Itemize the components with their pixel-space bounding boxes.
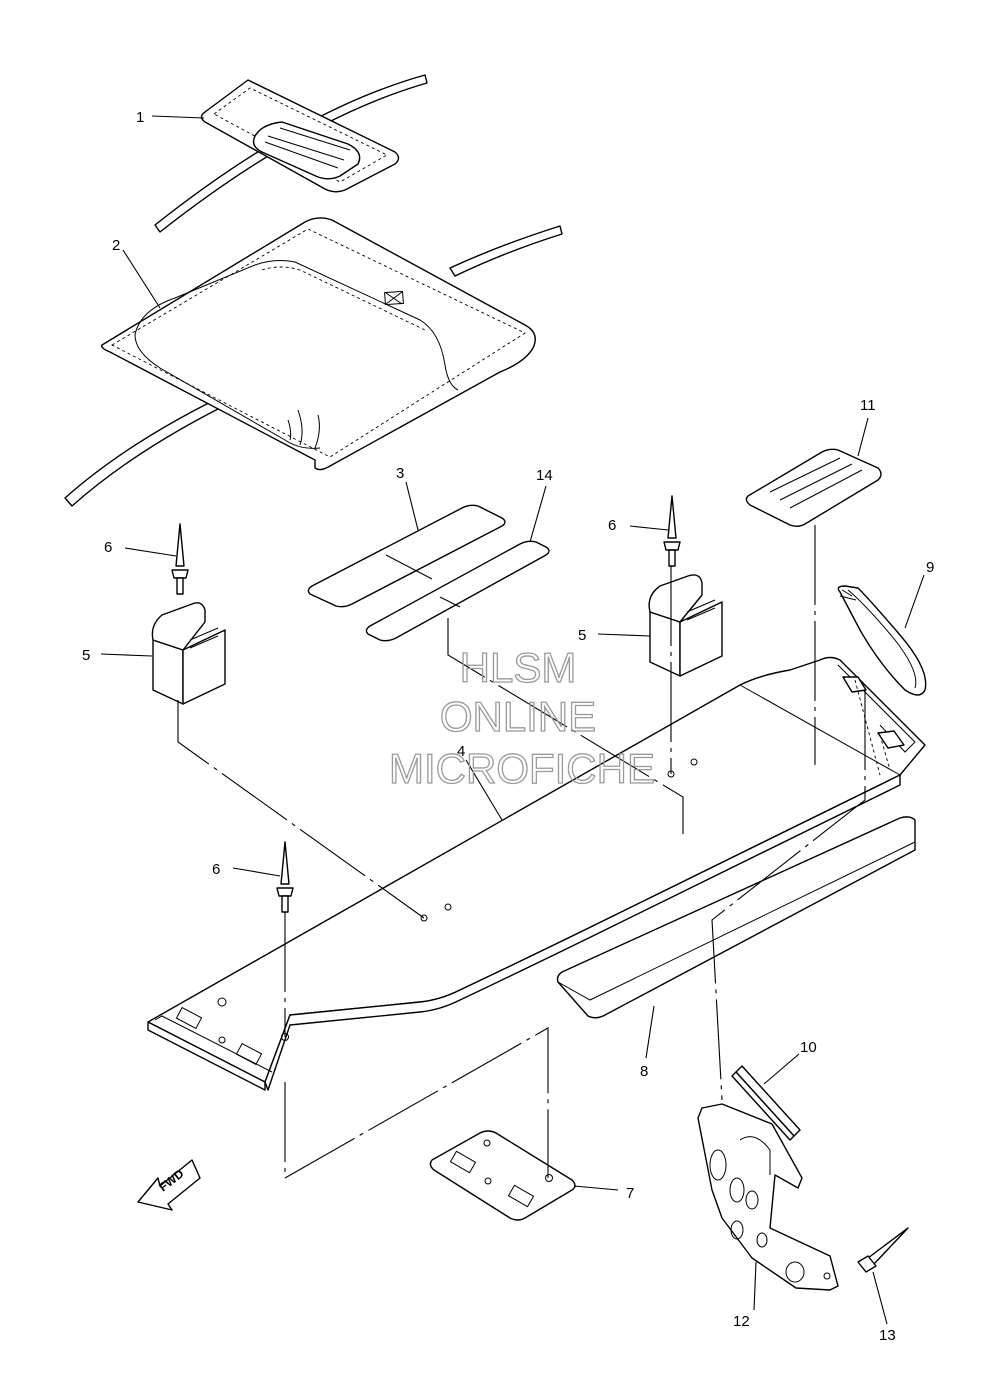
callout-labels: 1 2 3 4 5 5 6 6 6 7 8 9 10 11 12 13 14 [82, 109, 934, 1344]
callout-11: 11 [860, 397, 876, 414]
part-4-tray [147, 656, 926, 1091]
callout-8: 8 [640, 1063, 648, 1080]
part-11-pad [745, 448, 882, 527]
callout-1: 1 [136, 109, 144, 126]
hull-strip-upper [154, 74, 428, 233]
callout-5-left: 5 [82, 647, 90, 664]
assembly-lines [177, 525, 891, 1179]
part-9-handle [837, 585, 927, 696]
watermark: HLSM ONLINE MICROFICHE [388, 643, 655, 792]
callout-5-right: 5 [578, 627, 586, 644]
part-10-block [731, 1065, 801, 1141]
callout-14: 14 [536, 467, 553, 484]
watermark-line-2: ONLINE [440, 693, 596, 740]
callout-6-right: 6 [608, 517, 616, 534]
part-12-bracket [697, 1103, 839, 1291]
part-13-rivet [857, 1227, 909, 1273]
leader-lines [100, 115, 925, 1325]
watermark-line-1: HLSM [460, 644, 577, 691]
part-3-decal [307, 504, 506, 608]
part-7-plate [429, 1130, 576, 1221]
part-6-rivet-right [663, 495, 681, 567]
part-1-pouch [200, 79, 400, 193]
watermark-line-3: MICROFICHE [389, 745, 655, 792]
callout-3: 3 [396, 465, 404, 482]
callout-6-bottom: 6 [212, 861, 220, 878]
callout-13: 13 [879, 1327, 896, 1344]
part-8-pad [556, 816, 916, 1019]
part-6-rivet-left [171, 523, 189, 595]
part-2-bag [100, 217, 536, 471]
callout-10: 10 [800, 1039, 817, 1056]
part-5-clip-right [648, 574, 723, 677]
callout-12: 12 [733, 1313, 750, 1330]
callout-6-left: 6 [104, 539, 112, 556]
callout-9: 9 [926, 559, 934, 576]
part-6-rivet-bottom [276, 841, 294, 913]
part-14-decal [365, 540, 550, 642]
part-5-clip-left [151, 602, 226, 705]
callout-2: 2 [112, 237, 120, 254]
fwd-arrow-icon: FWD [137, 1159, 201, 1211]
callout-7: 7 [626, 1185, 634, 1202]
callout-4: 4 [457, 743, 465, 760]
